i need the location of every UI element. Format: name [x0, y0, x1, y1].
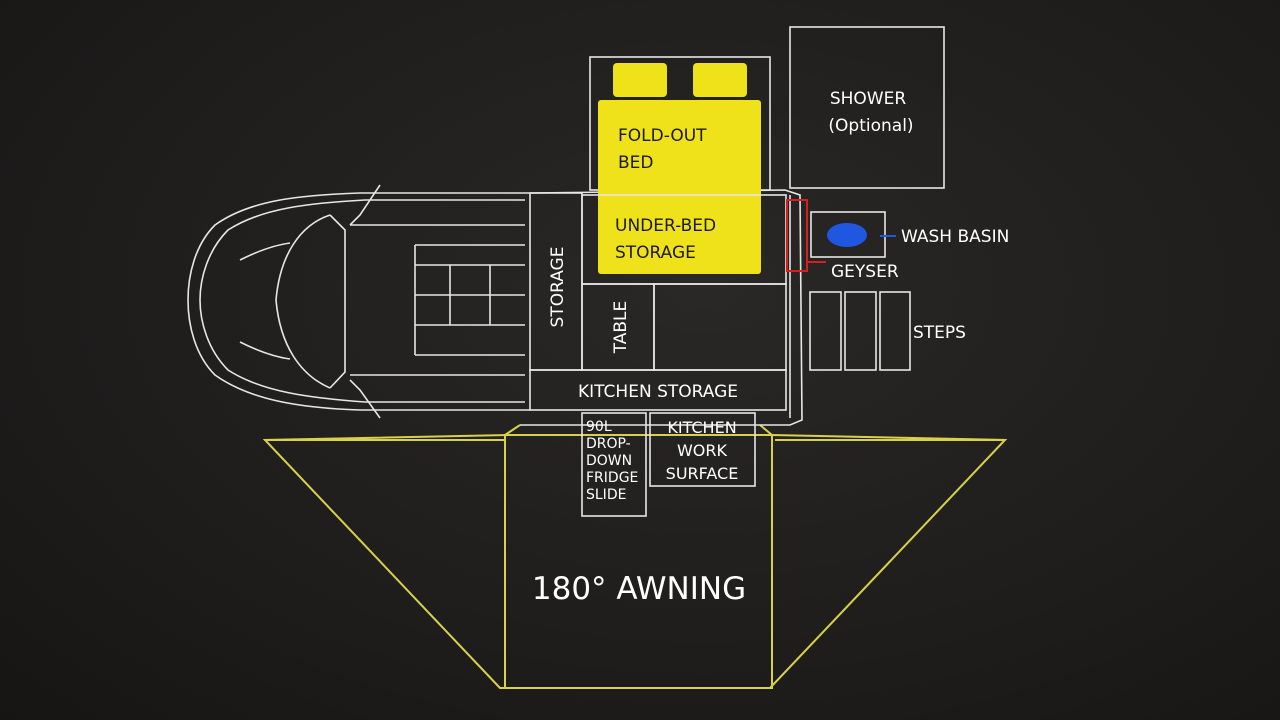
kitchen-storage-label: KITCHEN STORAGE: [578, 382, 738, 402]
pillow-left: [613, 63, 667, 97]
awning: [262, 424, 1008, 689]
fridge-label-2: DROP-: [586, 436, 631, 452]
step-2: [844, 291, 877, 371]
van-wireframe: [187, 184, 803, 426]
wash-basin-unit: [810, 211, 886, 258]
cab-outline: [187, 192, 530, 411]
work-surface-label: KITCHEN WORK SURFACE: [666, 418, 739, 483]
fridge-label-4: FRIDGE: [586, 470, 638, 486]
shower-label-1: SHOWER: [830, 89, 907, 109]
step-1: [809, 291, 842, 371]
steps: [809, 291, 911, 371]
geyser-unit: [786, 199, 808, 272]
windshield: [275, 214, 331, 389]
interior-partitions: [529, 192, 787, 411]
fridge-label-1: 90L: [586, 419, 612, 435]
geyser-label: GEYSER: [831, 262, 899, 282]
open-floor: [653, 283, 787, 371]
fridge-label-3: DOWN: [586, 453, 632, 469]
mirror-top: [349, 184, 381, 226]
fridge-slide: [581, 412, 647, 517]
kitchen-work-surface: [649, 412, 756, 487]
underbed-label-2: STORAGE: [615, 243, 696, 263]
work-label-1: KITCHEN: [667, 418, 736, 437]
kitchen-storage-unit: [529, 369, 787, 411]
cab-inner-outline: [199, 199, 525, 403]
steps-label: STEPS: [913, 323, 966, 343]
awning-label: 180° AWNING: [532, 571, 746, 607]
bed-label-1: FOLD-OUT: [618, 126, 707, 146]
table-label: TABLE: [611, 301, 631, 355]
shower-label-2: (Optional): [828, 116, 913, 136]
underbed-label-1: UNDER-BED: [615, 216, 716, 236]
step-3: [879, 291, 911, 371]
fold-out-bed: [598, 100, 761, 274]
hood-line-top: [239, 242, 291, 261]
fridge-label: 90L DROP- DOWN FRIDGE SLIDE: [586, 419, 638, 503]
awning-center-panel: [504, 434, 773, 689]
work-label-2: WORK: [677, 441, 728, 460]
mirror-bottom: [349, 379, 381, 419]
bed-label-2: BED: [618, 153, 654, 173]
awning-bracket-right: [759, 424, 773, 436]
basin-bowl: [827, 223, 867, 247]
windshield-frame: [329, 214, 346, 389]
shower-area: [789, 26, 945, 189]
hood-line-bottom: [239, 341, 291, 360]
awning-bracket-left: [504, 424, 521, 436]
work-label-3: SURFACE: [666, 464, 739, 483]
fridge-label-5: SLIDE: [586, 487, 626, 503]
wash-basin-label: WASH BASIN: [901, 227, 1009, 247]
pillow-right: [693, 63, 747, 97]
storage-label: STORAGE: [548, 247, 568, 328]
